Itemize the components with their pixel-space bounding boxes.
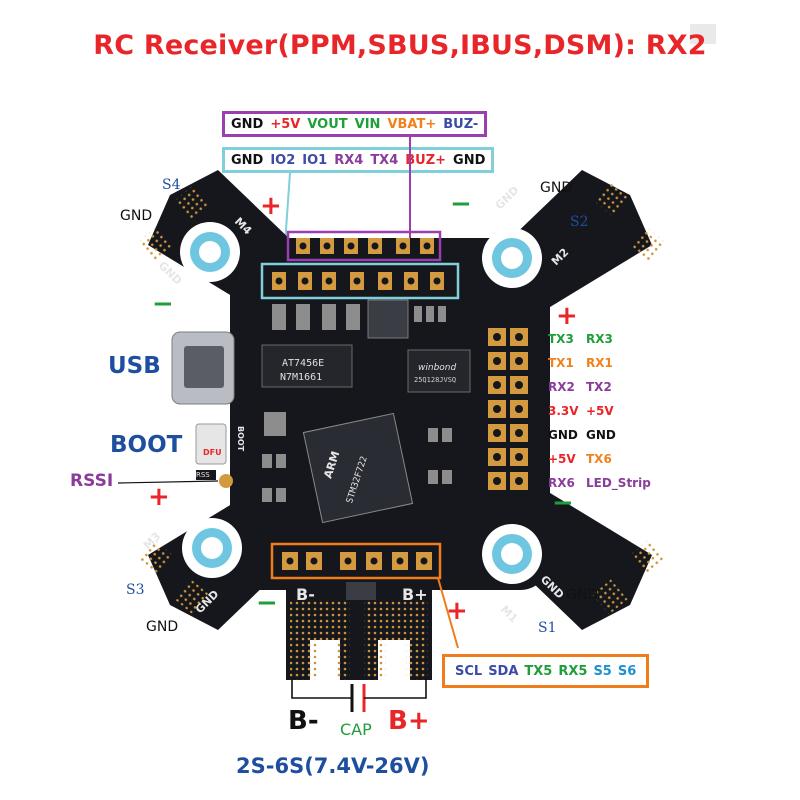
top-pin-label: IO1 [302, 152, 328, 168]
uart-pin-label: TX1 [548, 356, 574, 370]
top-pin-label: VOUT [307, 116, 348, 132]
rssi-label: RSSI [70, 471, 114, 491]
uart-pin-label: RX6 [548, 476, 575, 490]
top-pin-label: TX4 [370, 152, 399, 168]
svg-text:B-: B- [296, 585, 315, 604]
boot-label: BOOT [110, 432, 183, 458]
voltage-range-label: 2S-6S(7.4V-26V) [236, 754, 430, 778]
uart-pin-label: +5V [548, 452, 576, 466]
top-pin-label: +5V [270, 116, 301, 132]
minus-marker-bottom-right: − [552, 488, 574, 518]
svg-text:DFU: DFU [203, 448, 222, 457]
svg-text:M1: M1 [498, 603, 520, 625]
flash-chip [407, 349, 471, 393]
svg-text:AT7456E: AT7456E [282, 358, 324, 369]
uart-pin-label: TX2 [586, 380, 612, 394]
bottom-pin-label: S5 [593, 663, 612, 679]
motor-label-s1: S1 [538, 620, 557, 636]
bottom-pin-label: SDA [488, 663, 519, 679]
uart-pin-label: TX3 [548, 332, 574, 346]
plus-marker-top-right: + [556, 301, 578, 331]
top-pin-label: IO2 [270, 152, 296, 168]
gnd-label-top-right: GND [540, 180, 573, 196]
battery-plus-label: B+ [388, 706, 430, 736]
gnd-label-bottom-left: GND [146, 619, 179, 635]
page-title: RC Receiver(PPM,SBUS,IBUS,DSM): RX2 [93, 30, 707, 61]
uart-pin-label: GND [548, 428, 578, 442]
leader-line [437, 577, 459, 649]
top-pin-label-box-1: GND +5V VOUT VIN VBAT+ BUZ- [222, 111, 488, 137]
minus-marker-top-left: − [152, 289, 174, 319]
mount-hole [180, 222, 542, 584]
svg-text:N7M1661: N7M1661 [280, 372, 322, 383]
bottom-pin-label: SCL [455, 663, 483, 679]
motor-label-s4: S4 [162, 177, 181, 193]
top-pin-label: GND [231, 152, 264, 168]
gnd-label-bottom-right: GND [566, 587, 599, 603]
motor-label-s2: S2 [570, 214, 589, 230]
top-pin-label: VBAT+ [387, 116, 437, 132]
svg-text:BOOT: BOOT [236, 426, 245, 452]
boot-button [195, 423, 227, 465]
uart-pin-label: RX2 [548, 380, 575, 394]
mcu-chip [302, 412, 414, 524]
bottom-pin-label-box: SCL SDA TX5 RX5 S5 S6 [442, 654, 650, 688]
uart-pin-label: LED_Strip [586, 476, 651, 490]
bottom-pin-label: S6 [617, 663, 637, 679]
uart-pin-label: RX1 [586, 356, 613, 370]
top-pin-label: GND [231, 116, 264, 132]
plus-marker-top-left: + [260, 191, 282, 221]
gnd-label-top-left: GND [120, 208, 153, 224]
uart-pin-label: TX6 [586, 452, 612, 466]
uart-pin-label: RX3 [586, 332, 613, 346]
svg-text:B+: B+ [402, 585, 428, 604]
usb-label: USB [108, 353, 161, 379]
minus-marker-bottom-left: − [256, 588, 278, 618]
top-pin-label: BUZ+ [405, 152, 447, 168]
capacitor-label: CAP [340, 720, 372, 739]
header-band [690, 24, 716, 44]
top-pin-label: RX4 [334, 152, 364, 168]
top-pad-row-1-highlight [286, 230, 442, 262]
bottom-pin-label: TX5 [524, 663, 553, 679]
top-pin-label-box-2: GND IO2 IO1 RX4 TX4 BUZ+ GND [222, 147, 495, 173]
top-pin-label: BUZ- [443, 116, 479, 132]
top-pad-row-2-highlight [260, 262, 460, 300]
plus-marker-bottom-left: + [148, 482, 170, 512]
plus-marker-bottom-right: + [446, 596, 468, 626]
svg-text:25Q128JVSQ: 25Q128JVSQ [414, 376, 456, 384]
uart-pin-label: 3.3V [548, 404, 579, 418]
top-pin-label: GND [453, 152, 486, 168]
bottom-pin-label: RX5 [558, 663, 588, 679]
osd-chip [261, 344, 353, 388]
svg-text:winbond: winbond [418, 363, 456, 373]
minus-marker-top-right: − [450, 189, 472, 219]
rssi-leader-line [117, 480, 219, 484]
rssi-pad [219, 474, 233, 488]
battery-minus-label: B- [288, 706, 319, 736]
gyro-chip [367, 299, 409, 339]
uart-pin-label: +5V [586, 404, 614, 418]
svg-text:RSS: RSS [196, 471, 210, 479]
svg-text:GND: GND [493, 184, 522, 213]
bottom-pad-row-highlight [270, 542, 442, 580]
uart-pin-label: GND [586, 428, 616, 442]
top-pin-label: VIN [354, 116, 381, 132]
motor-label-s3: S3 [126, 582, 145, 598]
